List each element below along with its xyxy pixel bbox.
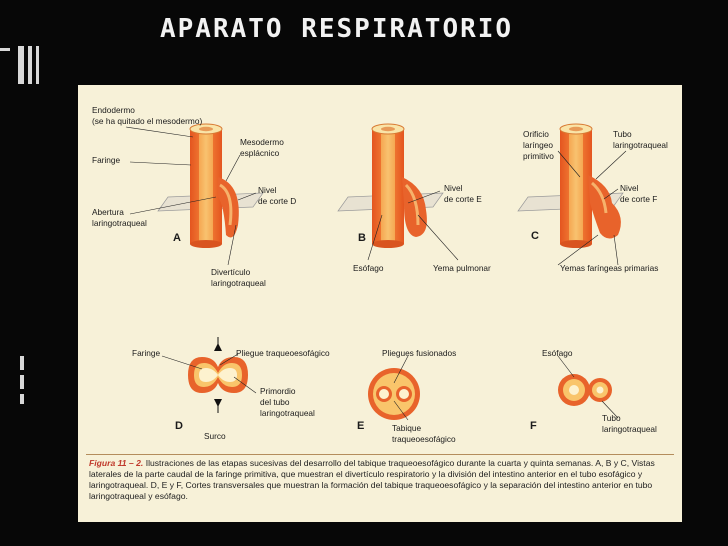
panel-letter-a: A [173, 232, 181, 244]
label-diverticulo: Divertículo [211, 267, 251, 277]
label-abertura: Abertura [92, 207, 124, 217]
label-tabique-2: traqueoesofágico [392, 434, 456, 444]
panel-d-leaders [161, 353, 257, 394]
label-yemas-faringeas: Yemas faríngeas primarias [560, 263, 658, 273]
caption-divider [86, 454, 674, 455]
figure-caption: Figura 11 – 2. Ilustraciones de las etap… [89, 458, 672, 502]
label-endodermo-note: (se ha quitado el mesodermo) [92, 116, 202, 126]
caption-figure-label: Figura 11 – 2. [89, 458, 144, 468]
caption-text: Ilustraciones de las etapas sucesivas de… [89, 458, 655, 501]
respiratory-development-diagram: Endodermo (se ha quitado el mesodermo) F… [92, 105, 668, 444]
label-faringe-d: Faringe [132, 348, 161, 358]
panel-a-leaders [125, 126, 257, 266]
panel-f-drawing [558, 374, 612, 406]
label-nivel-d: Nivel [258, 185, 277, 195]
label-orificio-3: primitivo [523, 151, 554, 161]
label-nivel-f: Nivel [620, 183, 639, 193]
label-diverticulo-2: laringotraqueal [211, 278, 266, 288]
slide-title: APARATO RESPIRATORIO [160, 14, 514, 44]
label-abertura-2: laringotraqueal [92, 218, 147, 228]
label-tubo-f: Tubo [602, 413, 621, 423]
panel-f-labels: Esófago Tubo laringotraqueal F [530, 348, 657, 434]
panel-f-leaders [557, 355, 619, 419]
panel-e-drawing [368, 368, 420, 420]
label-primordio: Primordio [260, 386, 296, 396]
panel-b-leaders [367, 190, 459, 261]
label-nivel-e-2: de corte E [444, 194, 482, 204]
label-surco: Surco [204, 431, 226, 441]
panel-letter-b: B [358, 232, 366, 244]
label-pliegue: Pliegue traqueoesofágico [236, 348, 330, 358]
panel-letter-e: E [357, 420, 364, 432]
label-tubo-c-2: laringotraqueal [613, 140, 668, 150]
panel-c-drawing [517, 123, 624, 248]
panel-letter-d: D [175, 420, 183, 432]
panel-c-leaders [557, 150, 627, 266]
panel-b-labels: Nivel de corte E Esófago Yema pulmonar B [353, 183, 491, 273]
label-mesodermo: Mesodermo [240, 137, 284, 147]
panel-d-labels: Faringe Pliegue traqueoesofágico Primord… [132, 348, 330, 441]
label-mesodermo-2: esplácnico [240, 148, 280, 158]
textbook-figure-page: Endodermo (se ha quitado el mesodermo) F… [78, 85, 682, 522]
label-esofago-f: Esófago [542, 348, 573, 358]
label-nivel-d-2: de corte D [258, 196, 296, 206]
label-primordio-2: del tubo [260, 397, 290, 407]
label-tabique: Tabique [392, 423, 421, 433]
label-pliegues-fusionados: Pliegues fusionados [382, 348, 456, 358]
panel-a-drawing [157, 123, 264, 248]
label-primordio-3: laringotraqueal [260, 408, 315, 418]
panel-b-drawing [337, 123, 444, 248]
label-endodermo: Endodermo [92, 105, 135, 115]
panel-letter-c: C [531, 230, 539, 242]
label-esofago-b: Esófago [353, 263, 384, 273]
label-tubo-c: Tubo [613, 129, 632, 139]
panel-letter-f: F [530, 420, 537, 432]
panel-d-drawing [188, 337, 248, 413]
label-orificio-2: laríngeo [523, 140, 553, 150]
label-faringe-a: Faringe [92, 155, 121, 165]
label-tubo-f-2: laringotraqueal [602, 424, 657, 434]
panel-e-labels: Pliegues fusionados Tabique traqueoesofá… [357, 348, 456, 444]
label-nivel-f-2: de corte F [620, 194, 657, 204]
panel-e-leaders [393, 355, 409, 421]
label-yema-pulmonar: Yema pulmonar [433, 263, 491, 273]
panel-a-labels: Endodermo (se ha quitado el mesodermo) F… [92, 105, 296, 288]
panel-c-labels: Orificio laríngeo primitivo Tubo laringo… [523, 129, 668, 273]
label-nivel-e: Nivel [444, 183, 463, 193]
label-orificio: Orificio [523, 129, 549, 139]
